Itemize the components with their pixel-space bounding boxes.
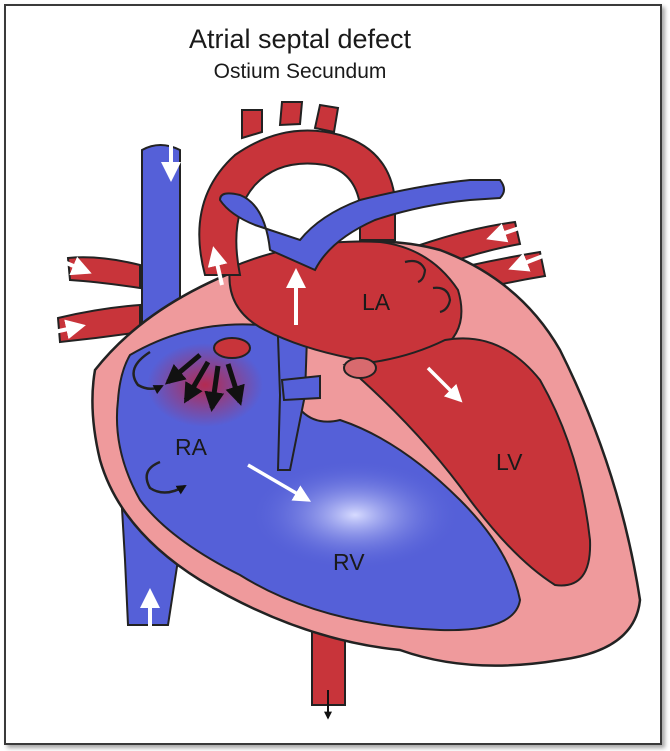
- pulmonary-vein-right-upper: [68, 257, 140, 288]
- label-rv: RV: [333, 549, 365, 575]
- pulmonary-valve: [282, 376, 320, 400]
- label-la: LA: [362, 289, 391, 315]
- arch-branch-3: [315, 105, 338, 132]
- mitral-valve: [344, 358, 376, 378]
- label-ra: RA: [175, 434, 208, 460]
- label-lv: LV: [496, 449, 523, 475]
- arch-branch-2: [280, 102, 302, 125]
- arch-branch-1: [242, 110, 262, 138]
- tricuspid-valve: [214, 338, 250, 358]
